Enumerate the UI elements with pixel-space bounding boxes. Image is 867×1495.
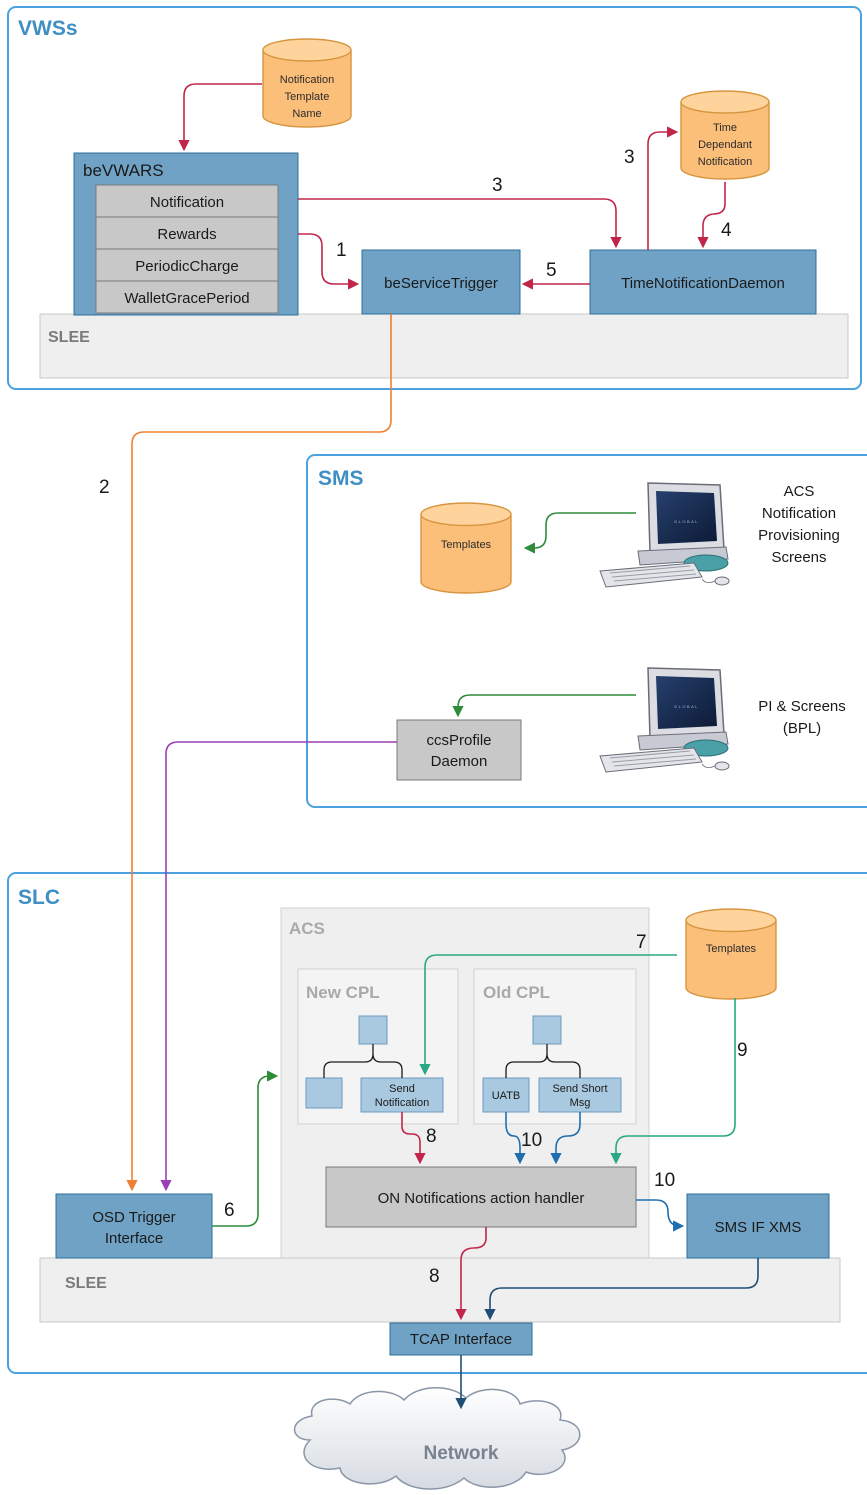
step-3-label-b: 3 <box>624 147 635 168</box>
ccs-profile-daemon-box: ccsProfile Daemon <box>396 719 522 781</box>
arrow-3-notification-to-tnd <box>298 198 622 249</box>
ccs-profile-daemon-line2: Daemon <box>431 753 488 770</box>
db-ntn-line3: Name <box>292 108 321 120</box>
db-ntn-line1: Notification <box>280 74 334 86</box>
sms-if-xms-label: SMS IF XMS <box>715 1219 802 1236</box>
old-cpl-title: Old CPL <box>483 983 550 1002</box>
arrow-10-sendshortmsg-to-handler <box>550 1112 581 1165</box>
step-8-label-b: 8 <box>429 1266 440 1287</box>
step-6-label: 6 <box>224 1200 235 1221</box>
bevwars-item-notification-box <box>95 184 279 218</box>
be-service-trigger-box: beServiceTrigger <box>361 249 521 315</box>
tcap-interface-label: TCAP Interface <box>410 1331 512 1348</box>
step-5-label: 5 <box>546 260 557 281</box>
on-notifications-handler-label: ON Notifications action handler <box>378 1190 585 1207</box>
slc-section-title: SLC <box>18 886 60 909</box>
network-label: Network <box>424 1443 499 1464</box>
vwss-section-title: VWSs <box>18 17 78 40</box>
db-tdn-line2: Dependant <box>698 139 752 151</box>
acs-screens-line2: Notification <box>762 505 836 522</box>
db-tdn-line1: Time <box>713 122 737 134</box>
arrow-10-handler-to-sms-if-xms <box>636 1199 685 1232</box>
new-cpl-title: New CPL <box>306 983 380 1002</box>
arrow-pi-screens-to-ccsprofile <box>452 694 636 718</box>
vwss-slee-label: SLEE <box>48 329 90 346</box>
send-short-msg-line1: Send Short <box>552 1083 607 1095</box>
new-cpl-tree-lines <box>323 1044 403 1078</box>
osd-trigger-interface-box: OSD Trigger Interface <box>55 1193 213 1259</box>
uatb-label: UATB <box>492 1090 521 1102</box>
on-notifications-handler-box: ON Notifications action handler <box>325 1166 637 1228</box>
bevwars-item-rewards-box <box>95 216 279 250</box>
new-cpl-left-node <box>305 1077 343 1109</box>
network-cloud: Network <box>293 1387 581 1490</box>
sms-if-xms-box: SMS IF XMS <box>686 1193 830 1259</box>
bevwars-item-periodiccharge-box <box>95 248 279 282</box>
step-3-label-a: 3 <box>492 175 503 196</box>
acs-screens-line1: ACS <box>784 483 815 500</box>
slc-templates-database: Templates <box>685 908 777 1000</box>
acs-screens-line3: Provisioning <box>758 527 840 544</box>
pi-screens-line1: PI & Screens <box>758 698 846 715</box>
vwss-slee-bar <box>39 313 849 379</box>
send-notification-line2: Notification <box>375 1097 429 1109</box>
arrow-10-uatb-to-handler <box>505 1112 526 1165</box>
db-ntn-line2: Template <box>285 91 330 103</box>
tcap-interface-box: TCAP Interface <box>389 1322 533 1356</box>
sms-templates-label: Templates <box>441 539 492 551</box>
bevwars-item-walletgraceperiod: WalletGracePeriod <box>124 290 249 307</box>
slc-templates-label: Templates <box>706 943 757 955</box>
arrow-4-tdn-db-to-tnd <box>697 182 726 249</box>
osd-trigger-line2: Interface <box>105 1230 163 1247</box>
step-8-label-a: 8 <box>426 1126 437 1147</box>
step-10-label-a: 10 <box>521 1130 542 1151</box>
bevwars-title: beVWARS <box>83 161 164 180</box>
slc-slee-bar <box>39 1257 841 1323</box>
step-1-label: 1 <box>336 240 347 261</box>
bevwars-item-periodiccharge: PeriodicCharge <box>135 258 238 275</box>
time-dependant-notification-database: Time Dependant Notification <box>680 90 770 180</box>
step-7-label: 7 <box>636 932 647 953</box>
time-notification-daemon-box: TimeNotificationDaemon <box>589 249 817 315</box>
osd-trigger-line1: OSD Trigger <box>92 1209 175 1226</box>
step-10-label-b: 10 <box>654 1170 675 1191</box>
new-cpl-root-node <box>358 1015 388 1045</box>
arrow-7-templates-to-send-notification <box>419 954 677 1076</box>
arrow-1-rewards-to-trigger <box>298 233 360 290</box>
arrow-6-osd-to-acs <box>212 1070 279 1227</box>
bevwars-item-rewards: Rewards <box>157 226 216 243</box>
arrow-acs-screens-to-templates <box>523 512 636 554</box>
arrow-sms-if-xms-to-tcap <box>484 1258 759 1321</box>
ccs-profile-daemon-line1: ccsProfile <box>426 732 491 749</box>
arrow-9-templates-to-handler <box>610 998 736 1165</box>
notification-template-name-database: Notification Template Name <box>262 38 352 128</box>
pi-screens-line2: (BPL) <box>783 720 821 737</box>
new-cpl-send-notification-node <box>360 1077 444 1113</box>
old-cpl-root-node <box>532 1015 562 1045</box>
arrow-ccsprofile-to-osd <box>160 741 397 1192</box>
db-tdn-line3: Notification <box>698 156 752 168</box>
sms-templates-database: Templates <box>420 502 512 594</box>
arrow-8-send-notification-to-handler <box>401 1112 426 1165</box>
time-notification-daemon-label: TimeNotificationDaemon <box>621 275 785 292</box>
arrow-3-tnd-to-tdn-db <box>647 126 679 250</box>
step-4-label: 4 <box>721 220 732 241</box>
bevwars-box: beVWARS Notification Rewards PeriodicCha… <box>73 152 299 316</box>
old-cpl-tree-lines <box>505 1044 581 1078</box>
step-2-label: 2 <box>99 477 110 498</box>
arrow-8-handler-to-tcap <box>455 1227 487 1321</box>
bevwars-item-notification: Notification <box>150 194 224 211</box>
sms-section-title: SMS <box>318 467 364 490</box>
arrow-template-to-bevwars <box>178 83 262 152</box>
step-9-label: 9 <box>737 1040 748 1061</box>
slc-slee-label: SLEE <box>65 1275 107 1292</box>
acs-screens-line4: Screens <box>771 549 826 566</box>
send-short-msg-line2: Msg <box>570 1097 591 1109</box>
acs-group-title: ACS <box>289 919 325 938</box>
be-service-trigger-label: beServiceTrigger <box>384 275 498 292</box>
bevwars-item-walletgraceperiod-box <box>95 280 279 314</box>
send-notification-line1: Send <box>389 1083 415 1095</box>
arrow-2-trigger-to-osd <box>126 314 392 1192</box>
